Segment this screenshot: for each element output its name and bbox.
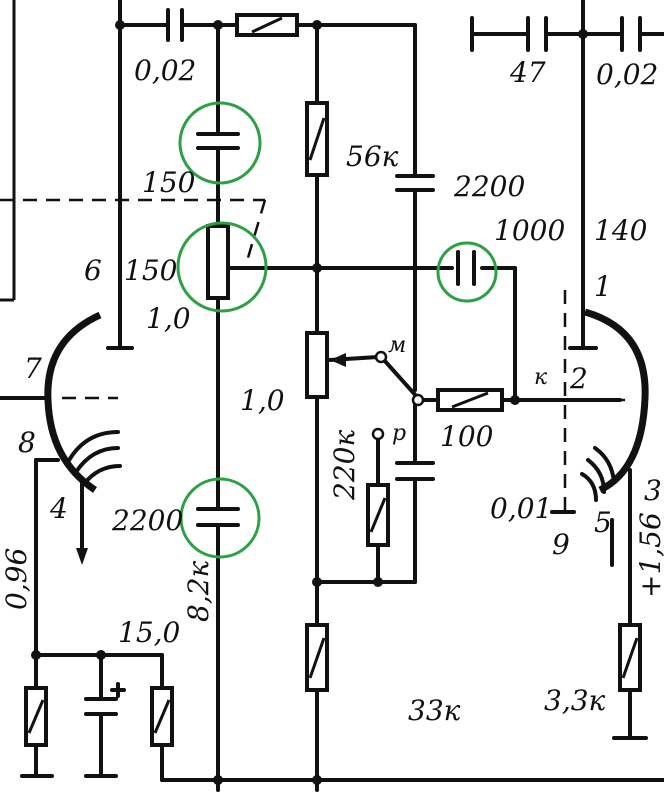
label-c-0-02-right: 0,02 [596, 58, 658, 91]
highlight-circles [176, 101, 498, 559]
label-c-1000: 1000 [494, 214, 565, 247]
labels: 0,02 150 6 150 1,0 7 8 4 0,96 2200 15,0 … [0, 54, 664, 727]
label-c-150-pf: 150 [124, 254, 177, 287]
label-pin-7: 7 [24, 352, 42, 385]
label-pin-9: 9 [552, 528, 570, 561]
label-v-1-56: +1,56 [634, 512, 664, 598]
switch-contact-p [371, 427, 385, 441]
label-c-2200-right: 2200 [453, 170, 525, 203]
label-r-3-3k: 3,3к [544, 684, 606, 717]
label-v-0-96: 0,96 [0, 548, 33, 610]
switch-common [411, 393, 425, 407]
resistors [24, 13, 642, 747]
label-r-33k: 33к [408, 694, 461, 727]
label-c-15-0: 15,0 [118, 616, 180, 649]
highlight-pot-1-0 [176, 221, 268, 313]
label-pin-4: 4 [49, 492, 68, 525]
switch-contact-m [374, 350, 388, 364]
capacitors [84, 8, 642, 716]
potentiometer-1-0 [206, 224, 230, 300]
label-c-0-02-left: 0,02 [134, 54, 196, 87]
label-c-2200-bottom: 2200 [111, 504, 183, 537]
label-c-0-01: 0,01 [490, 492, 552, 525]
potentiometer-1-0-mid [305, 331, 329, 399]
highlight-cap-150 [178, 101, 262, 185]
label-pin-8: 8 [18, 426, 36, 459]
label-r-220k: 220к [328, 430, 361, 501]
label-pin-2: 2 [569, 362, 588, 395]
label-pin-k: к [534, 365, 548, 390]
label-pin-6: 6 [84, 254, 102, 287]
left-tube [44, 311, 122, 493]
label-r-100: 100 [440, 420, 493, 453]
highlight-cap-1000 [436, 241, 498, 303]
label-r-8-2k: 8,2к [182, 560, 215, 622]
label-switch-m: м [388, 333, 406, 358]
label-r-1-0-mid: 1,0 [240, 384, 285, 417]
label-pin-1: 1 [594, 270, 612, 303]
label-c-47: 47 [509, 56, 546, 89]
label-c-140: 140 [594, 214, 647, 247]
label-pin-5: 5 [594, 506, 612, 539]
junction-dots [31, 20, 588, 785]
right-tube [580, 308, 649, 502]
label-switch-p: р [392, 421, 406, 446]
dashed-shield-lines [0, 198, 625, 510]
label-c-150: 150 [142, 166, 195, 199]
label-pin-3: 3 [644, 474, 662, 507]
label-r-56k: 56к [346, 140, 399, 173]
highlight-cap-2200 [179, 477, 261, 559]
label-r-1-0-top: 1,0 [146, 302, 191, 335]
